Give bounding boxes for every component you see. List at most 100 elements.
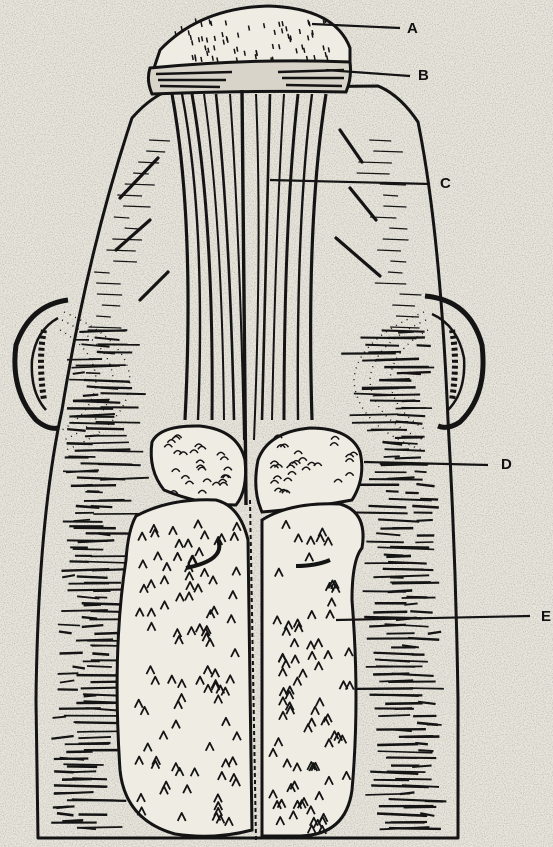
cap-stipple-mark [234, 49, 235, 54]
cap-stipple-mark [209, 19, 210, 24]
cap-stipple-mark [201, 57, 202, 62]
hatch-stroke-left [76, 639, 113, 640]
cap-stipple-mark [201, 22, 202, 27]
hatch-stroke-right [378, 715, 410, 716]
hatch-stroke-left [101, 393, 146, 394]
hatch-stroke-right [366, 542, 403, 543]
cap-stipple-mark [312, 33, 313, 38]
cap-stipple-mark [256, 50, 257, 55]
hatch-stroke-left [97, 352, 115, 353]
hatch-stroke-right [365, 345, 399, 346]
hatch-stroke-left [74, 528, 116, 529]
hatch-stroke-left [68, 456, 95, 457]
hatch-stroke-left [67, 590, 123, 591]
hatch-stroke-left [84, 604, 101, 605]
hatch-stroke-right [387, 757, 436, 758]
hatch-stroke-right [385, 703, 422, 704]
hatch-stroke-left [61, 569, 109, 571]
hatch-stroke-left [81, 463, 133, 464]
cap-stipple-mark [214, 45, 215, 50]
cap-stipple-mark [255, 54, 256, 59]
hatch-stroke-left [53, 717, 67, 718]
hatch-stroke-right [417, 345, 431, 346]
cap-stipple-mark [192, 55, 193, 60]
cap-stipple-mark [308, 20, 309, 25]
hatch-stroke-right [363, 591, 406, 592]
cap-stipple-mark [222, 32, 223, 37]
cap-stipple-mark [205, 45, 206, 50]
hatch-stroke-left [85, 492, 102, 493]
hatch-stroke-right [408, 638, 439, 640]
cap-stipple-mark [238, 33, 239, 38]
hatch-stroke-left [96, 422, 141, 423]
cap-stipple-mark [202, 36, 203, 41]
cap-stipple-mark [288, 34, 289, 39]
cap-stipple-mark [314, 55, 315, 60]
hatch-stroke-left [63, 764, 103, 765]
hatch-stroke-left [75, 449, 131, 450]
hatch-stroke-right [362, 360, 395, 361]
cap-stipple-mark [188, 30, 189, 35]
hatch-stroke-left [77, 576, 108, 577]
hatch-stroke-left [85, 435, 99, 436]
hatch-stroke-left [87, 666, 112, 667]
hatch-stroke-right [418, 750, 433, 751]
right-lower-lobe-e [262, 504, 363, 836]
hatch-stroke-left [73, 549, 104, 550]
hatch-stroke-right [350, 512, 408, 513]
cap-stipple-mark [190, 35, 191, 40]
cap-stipple-mark [282, 21, 283, 26]
cap-stipple-mark [214, 36, 215, 41]
cap-stipple-mark [272, 44, 273, 49]
hatch-stroke-right [386, 491, 399, 492]
hatch-stroke-left [67, 771, 96, 772]
cap-stipple-mark [286, 26, 287, 31]
hatch-stroke-right [352, 422, 408, 423]
hatch-stroke-right [386, 556, 411, 557]
hatch-stroke-right [387, 771, 426, 772]
cap-stipple-mark [302, 44, 303, 49]
cap-stipple-mark [296, 48, 297, 53]
cap-stipple-mark [212, 56, 213, 61]
cap-stipple-mark [207, 51, 208, 56]
cap-stipple-mark [264, 23, 265, 28]
hatch-stroke-right [368, 506, 406, 508]
cap-stipple-mark [248, 26, 249, 31]
cap-stipple-mark [290, 35, 291, 40]
hatch-stroke-left [72, 778, 107, 779]
hatch-stroke-right [412, 506, 439, 508]
hatch-stroke-left [101, 387, 132, 388]
cap-stipple-mark [211, 21, 212, 26]
cap-stipple-mark [175, 31, 176, 36]
hatch-stroke-right [401, 408, 432, 409]
hatch-stroke-right [415, 743, 428, 744]
cap-stipple-mark [308, 35, 309, 40]
hatch-stroke-right [410, 611, 432, 612]
hatch-stroke-right [362, 388, 399, 389]
hatch-stroke-right [395, 779, 431, 780]
label-a: A [407, 21, 418, 36]
label-e: E [541, 609, 551, 624]
cap-stipple-mark [279, 44, 280, 49]
hatch-stroke-right [395, 457, 421, 458]
hatch-stroke-right [388, 337, 425, 338]
label-b: B [418, 68, 429, 83]
label-c: C [440, 176, 451, 191]
hatch-stroke-left [71, 485, 116, 486]
cap-stipple-mark [279, 22, 280, 27]
cap-stipple-mark [323, 45, 324, 50]
cap-stipple-mark [325, 18, 326, 23]
cap-stipple-mark [282, 28, 283, 33]
cap-stipple-mark [304, 48, 305, 53]
hatch-stroke-left [83, 395, 98, 396]
label-d: D [501, 457, 512, 472]
hatch-stroke-left [58, 624, 80, 625]
hatch-stroke-right [366, 666, 423, 667]
hatch-stroke-left [67, 540, 108, 541]
cap-stipple-mark [237, 47, 238, 52]
hatch-stroke-right [382, 330, 425, 331]
hatch-stroke-left [67, 766, 97, 767]
hatch-stroke-right [350, 414, 399, 415]
cap-stipple-mark [223, 40, 224, 45]
cap-stipple-mark [244, 51, 245, 56]
